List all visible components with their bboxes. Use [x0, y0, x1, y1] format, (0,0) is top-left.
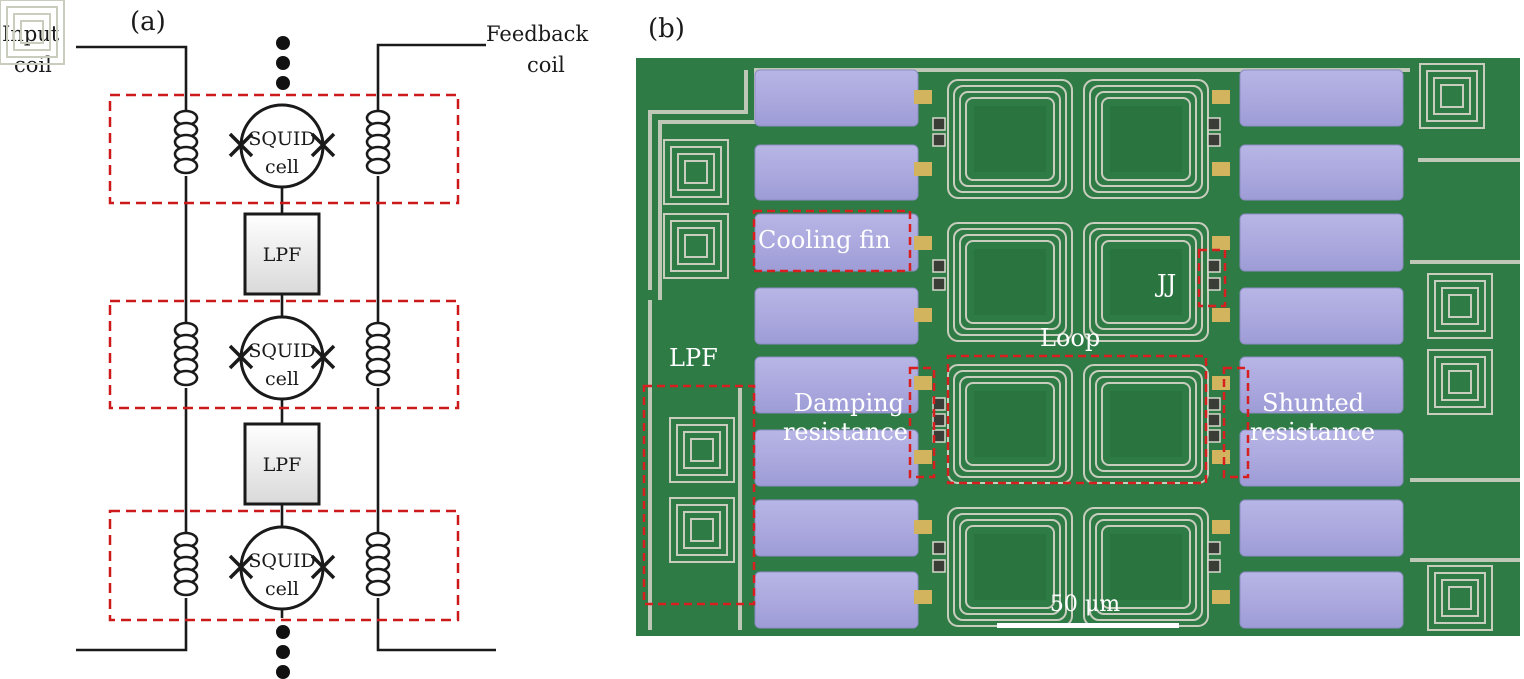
feedback-coil-inductor-3: [365, 531, 391, 598]
feedback-coil-inductor-1: [365, 109, 391, 176]
loop-frame: [946, 354, 1208, 485]
scale-bar: [997, 623, 1179, 628]
damping-label-line1: Damping: [794, 389, 904, 417]
panel-a-label: (a): [130, 7, 166, 37]
lpf-label: LPF: [263, 454, 302, 476]
squid-cell-label: SQUID: [248, 128, 315, 150]
resistor-contacts: [914, 90, 1230, 604]
squid-cell-sublabel: cell: [265, 368, 299, 390]
panel-b-label: (b): [648, 14, 685, 44]
josephson-junction-icon: [228, 554, 336, 580]
feedback-coil-wire: [376, 43, 496, 652]
damping-resistance-frame: [908, 366, 936, 479]
squid-stage-frame-3: [108, 509, 460, 622]
feedback-coil-label-line2: coil: [527, 53, 565, 77]
feedback-coil-label-line1: Feedback: [486, 22, 588, 46]
ellipsis-top-icon: [276, 36, 290, 90]
scale-bar-label: 50 μm: [1050, 592, 1120, 617]
josephson-junction-icon: [228, 132, 336, 158]
input-coil-inductor-2: [173, 321, 199, 388]
ellipsis-bottom-icon: [276, 625, 290, 679]
cooling-fin-frame: [752, 209, 912, 273]
squid-stage-frame-1: [108, 93, 460, 205]
cooling-fin-pads: [754, 69, 1404, 629]
lpf-box-2: LPF: [243, 422, 321, 506]
jj-label: JJ: [1154, 270, 1176, 298]
lpf-annotation-label: LPF: [669, 344, 718, 372]
shunted-resistance-frame: [1222, 366, 1250, 479]
squid-cell-2: SQUID cell: [228, 315, 336, 401]
panel-a-schematic: (a) Input coil Feedback coil: [2, 7, 588, 679]
squid-stage-frame-2: [108, 299, 460, 410]
squid-cell-3: SQUID cell: [228, 525, 336, 611]
josephson-junction-icon: [228, 344, 336, 370]
input-coil-inductor-1: [173, 109, 199, 176]
washer-holes: [974, 106, 1182, 600]
squid-cell-sublabel: cell: [265, 578, 299, 600]
cooling-fin-label: Cooling fin: [758, 226, 891, 254]
damping-label-line2: resistance: [783, 418, 908, 446]
squid-washers: [947, 79, 1209, 627]
loop-label: Loop: [1040, 324, 1100, 352]
feedback-coil-inductor-2: [365, 321, 391, 388]
lpf-box-1: LPF: [243, 212, 321, 296]
squid-cell-1: SQUID cell: [228, 103, 336, 189]
junction-pads: [932, 117, 1221, 573]
spiral-lpf-inductors: [0, 0, 1493, 631]
squid-cell-sublabel: cell: [265, 156, 299, 178]
jj-frame: [1197, 248, 1227, 308]
shunted-label-line1: Shunted: [1262, 389, 1364, 417]
squid-cell-label: SQUID: [248, 340, 315, 362]
squid-cell-label: SQUID: [248, 550, 315, 572]
panel-b-micrograph: (b): [0, 0, 1520, 636]
shunted-label-line2: resistance: [1250, 418, 1375, 446]
input-coil-wire: [76, 45, 188, 652]
input-coil-inductor-3: [173, 531, 199, 598]
lpf-frame: [642, 384, 756, 606]
lpf-label: LPF: [263, 244, 302, 266]
